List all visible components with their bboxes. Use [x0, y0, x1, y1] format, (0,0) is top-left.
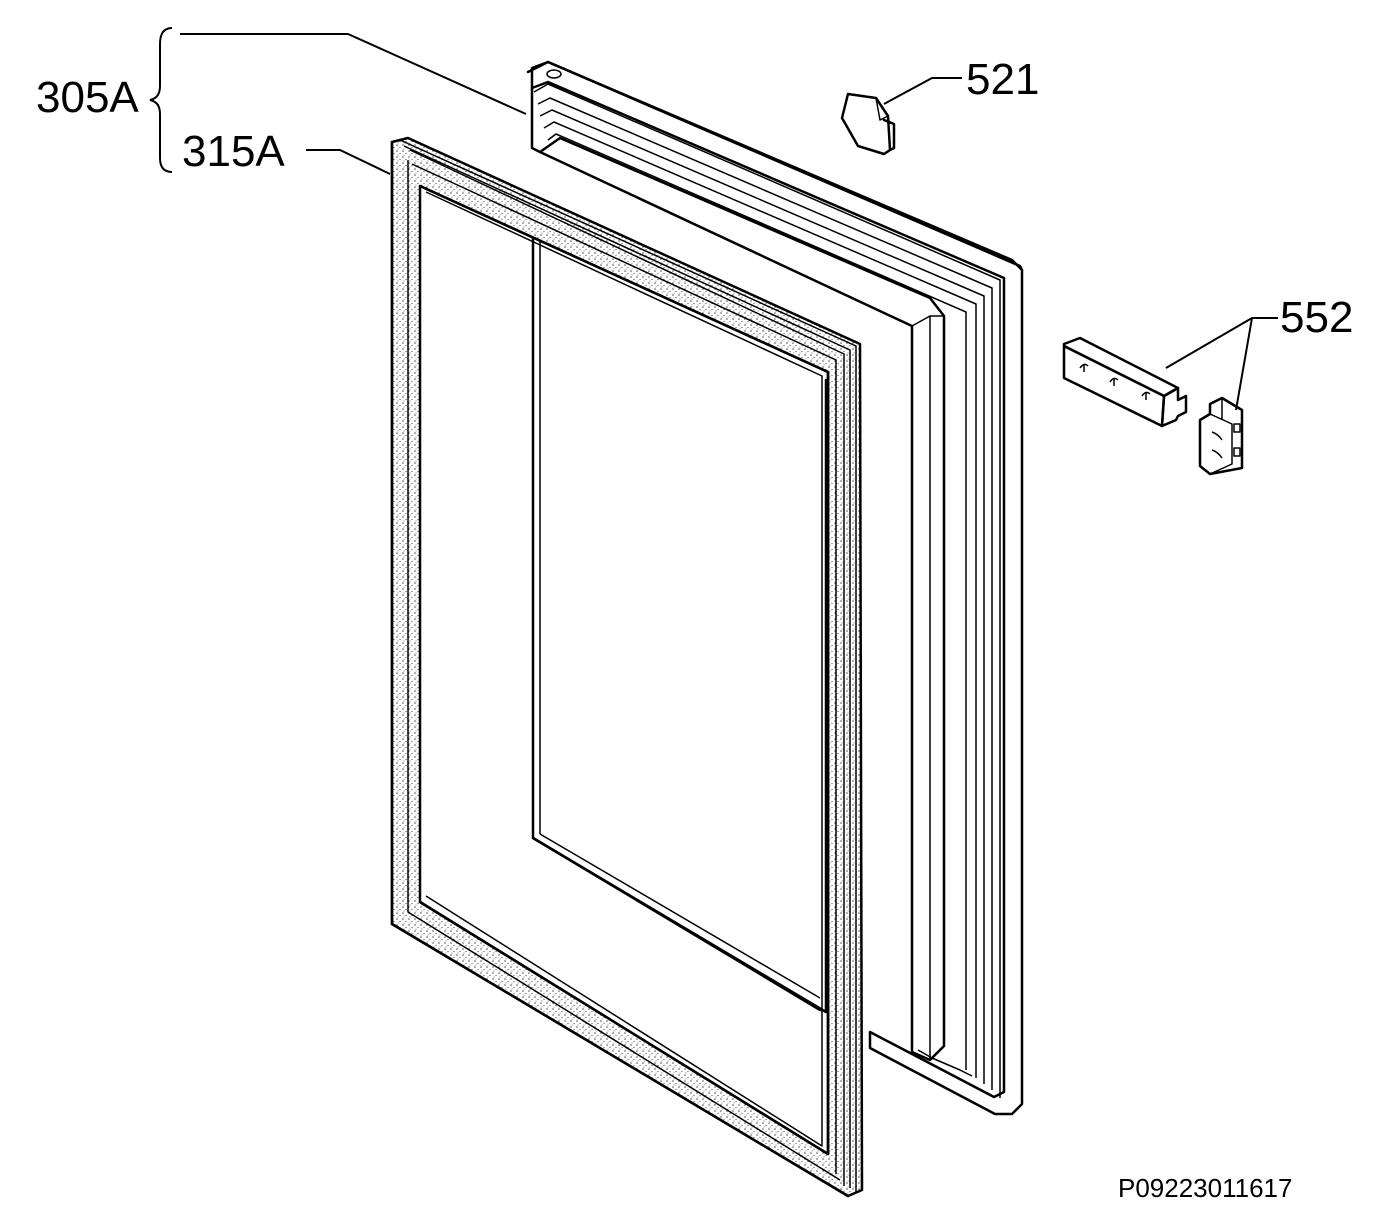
drawing-number: P09223011617 — [1118, 1173, 1292, 1203]
label-315a: 315A — [182, 127, 285, 176]
hinge-plate-part — [1062, 336, 1188, 428]
label-305a: 305A — [36, 73, 139, 122]
label-552: 552 — [1280, 293, 1353, 342]
group-brace — [149, 27, 173, 173]
label-521: 521 — [966, 55, 1039, 104]
door-gasket — [390, 136, 864, 1198]
door-panel — [526, 60, 1024, 1116]
hinge-bracket-part — [1198, 396, 1244, 476]
leader-lines — [180, 33, 1278, 411]
cap-part — [840, 92, 896, 156]
